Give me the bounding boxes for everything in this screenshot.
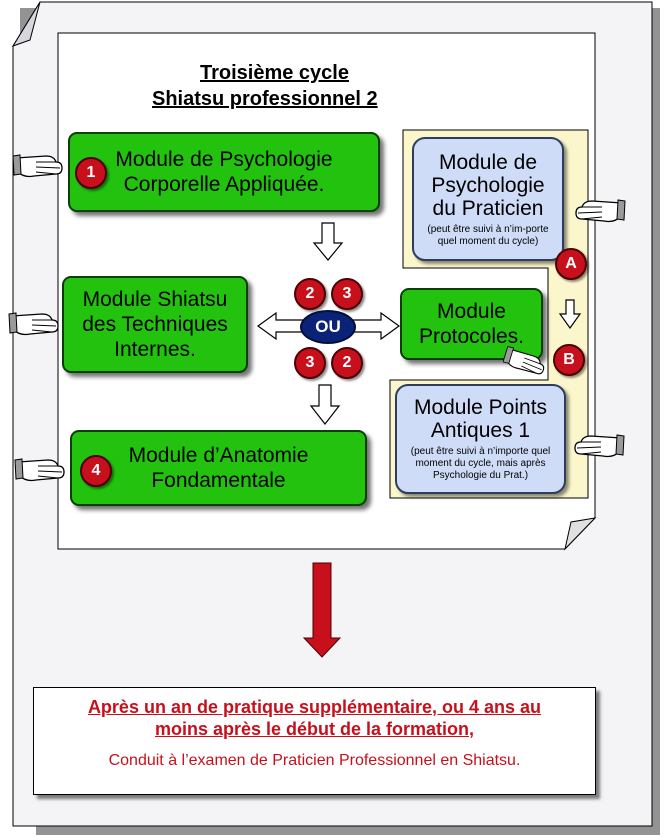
pointing-hand-icon [14, 458, 65, 482]
pointing-hand-icon [12, 154, 63, 178]
module-shiatsu-techniques-line-1: Module Shiatsu [82, 288, 228, 311]
hollow-arrow-down-icon [558, 299, 582, 330]
marker-a: A [555, 248, 587, 280]
module-psychologie-corporelle-line-1: Module de Psychologie [115, 148, 333, 171]
module-points-antiques: Module Points Antiques 1 (peut être suiv… [395, 384, 566, 494]
order-badge-top-left: 2 [294, 278, 326, 310]
conclusion-box: Après un an de pratique supplémentaire, … [33, 687, 596, 795]
module-shiatsu-techniques: Module Shiatsu des Techniques Internes. [62, 276, 248, 373]
module-points-antiques-line-2: Antiques 1 [430, 419, 531, 442]
pointing-hand-icon [575, 199, 626, 223]
pointing-hand-icon [8, 312, 59, 336]
pointing-hand-icon [574, 434, 625, 458]
title-line-2: Shiatsu professionnel 2 [152, 88, 378, 110]
pointing-hand-icon [503, 346, 545, 375]
module-shiatsu-techniques-line-2: des Techniques [82, 313, 228, 336]
module-anatomie-line-2: Fondamentale [151, 469, 286, 492]
module-protocoles: Module Protocoles. [400, 288, 543, 360]
module-psychologie-praticien-line-1: Module de [438, 150, 538, 174]
module-psychologie-praticien-line-2: Psychologie [431, 173, 545, 197]
module-number-1: 1 [75, 157, 107, 189]
module-shiatsu-techniques-line-3: Internes. [114, 338, 196, 361]
module-anatomie: Module d’Anatomie Fondamentale [70, 430, 367, 506]
module-psychologie-praticien-note: (peut être suivi à n’im-porte quel momen… [427, 223, 549, 247]
module-protocoles-line-2: Protocoles. [418, 325, 525, 348]
module-points-antiques-line-1: Module Points [413, 396, 548, 419]
module-psychologie-corporelle: Module de Psychologie Corporelle Appliqu… [68, 132, 380, 212]
module-psychologie-praticien-line-3: du Praticien [432, 196, 544, 220]
hollow-arrow-down-icon [309, 384, 341, 425]
module-number-4: 4 [80, 455, 112, 487]
hollow-arrow-down-icon [312, 222, 344, 261]
red-arrow-down-icon [302, 562, 342, 658]
module-psychologie-praticien: Module de Psychologie du Praticien (peut… [412, 137, 564, 261]
title-line-1: Troisième cycle [200, 62, 349, 84]
order-badge-bottom-right: 2 [331, 347, 363, 379]
module-anatomie-line-1: Module d’Anatomie [128, 444, 309, 467]
order-badge-top-right: 3 [331, 278, 363, 310]
conclusion-line-2: moins après le début de la formation, [154, 719, 475, 739]
marker-b: B [553, 344, 585, 376]
module-points-antiques-note: (peut être suivi à n’importe quel moment… [410, 446, 551, 481]
or-badge: OU [300, 310, 356, 344]
conclusion-line-1: Après un an de pratique supplémentaire, … [87, 697, 542, 717]
order-badge-bottom-left: 3 [294, 347, 326, 379]
module-protocoles-line-1: Module [437, 300, 506, 323]
module-psychologie-corporelle-line-2: Corporelle Appliquée. [123, 173, 325, 196]
conclusion-line-3: Conduit à l’examen de Praticien Professi… [108, 752, 521, 769]
